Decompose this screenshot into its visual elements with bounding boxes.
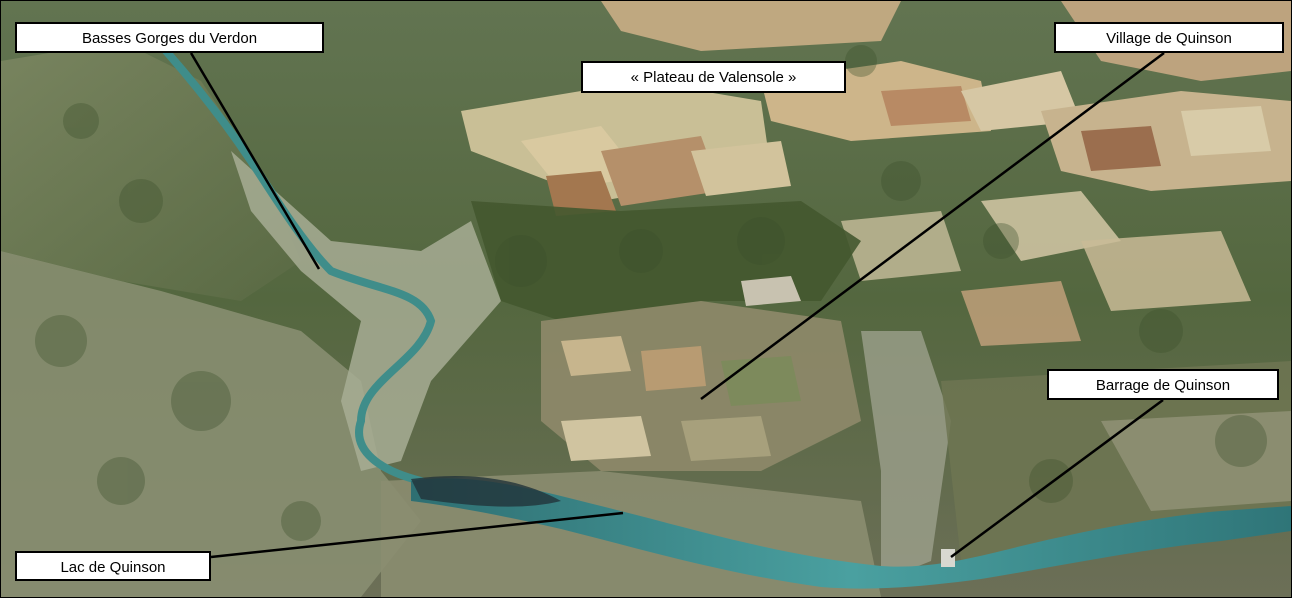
verdon-river [162, 47, 436, 485]
plateau-fields [461, 1, 1291, 346]
dam [941, 549, 955, 567]
left-plateau [1, 251, 421, 597]
lake-shadow [411, 475, 561, 507]
far-right-rock [1101, 411, 1291, 511]
label-lac-de-quinson: Lac de Quinson [15, 551, 211, 581]
leader-line-barrage [950, 398, 1164, 559]
left-hills [1, 41, 301, 301]
leader-line-lac [210, 511, 624, 559]
leader-line-village [700, 51, 1165, 401]
label-village-de-quinson: Village de Quinson [1054, 22, 1284, 53]
leader-lines [189, 51, 1165, 559]
vegetation-texture [35, 45, 1267, 541]
leader-line-gorges [189, 52, 321, 270]
right-hills [941, 361, 1291, 561]
label-basses-gorges-du-verdon: Basses Gorges du Verdon [15, 22, 324, 53]
gorge-cliffs-2 [861, 331, 951, 581]
label-plateau-de-valensole: « Plateau de Valensole » [581, 61, 846, 93]
label-barrage-de-quinson: Barrage de Quinson [1047, 369, 1279, 400]
lac-de-quinson-water [411, 478, 1291, 589]
village-area [541, 276, 861, 471]
